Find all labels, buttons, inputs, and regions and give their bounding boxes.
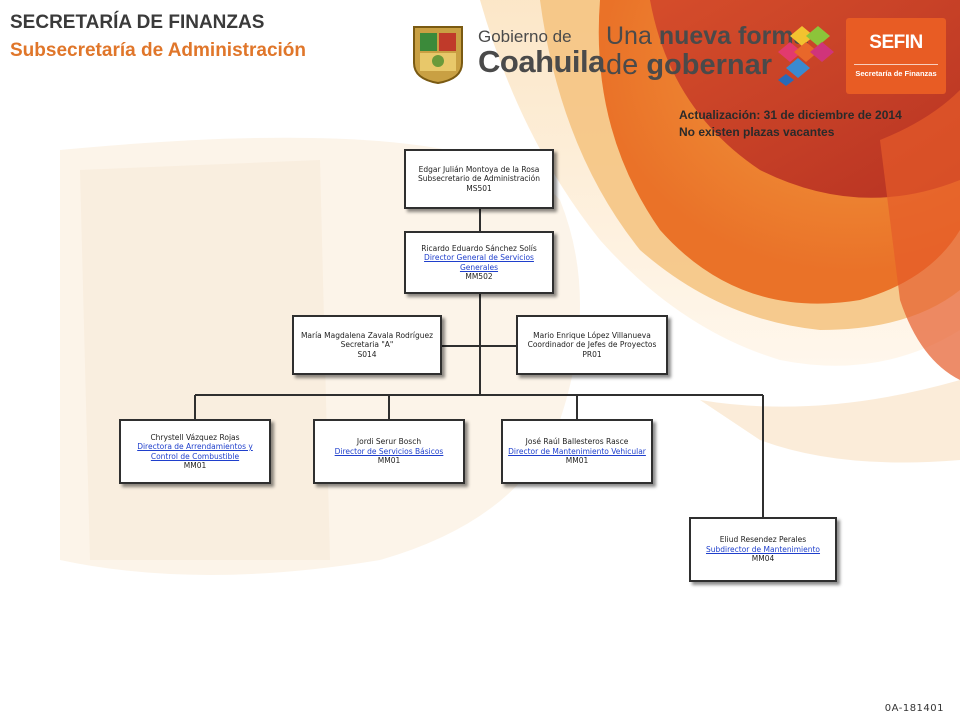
node-name: Eliud Resendez Perales: [719, 535, 807, 545]
update-note: Actualización: 31 de diciembre de 2014 N…: [679, 107, 902, 141]
node-code: MM04: [751, 554, 775, 564]
slogan-logo: Una nueva forma de gobernar: [606, 22, 808, 80]
node-name: Ricardo Eduardo Sánchez Solís: [421, 243, 537, 253]
vacancy-note: No existen plazas vacantes: [679, 125, 835, 139]
sefin-tagline: Secretaría de Finanzas: [855, 69, 937, 78]
node-code: MM01: [183, 461, 207, 470]
gobierno-coahuila-logo: Gobierno de Coahuila: [478, 28, 605, 78]
node-name: Mario Enrique López Villanueva: [533, 330, 651, 340]
sefin-logo: SEFIN Secretaría de Finanzas: [846, 18, 946, 94]
update-date: Actualización: 31 de diciembre de 2014: [679, 108, 902, 122]
node-position-link[interactable]: Directora de Arrendamientos y Control de…: [137, 442, 253, 461]
node-position-link[interactable]: Director de Servicios Básicos: [334, 446, 444, 456]
page-subtitle: Subsecretaría de Administración: [10, 40, 307, 61]
node-name: José Raúl Ballesteros Rasce: [525, 437, 629, 447]
node-code: MM01: [377, 456, 401, 466]
colored-tiles-icon: [778, 26, 834, 86]
page-title: SECRETARÍA DE FINANZAS: [10, 12, 265, 33]
logo-text-line2: Coahuila: [478, 44, 605, 79]
node-position: Coordinador de Jefes de Proyectos: [527, 340, 657, 350]
node-code: MM502: [465, 272, 493, 281]
slogan-part-a: Una: [606, 22, 652, 50]
org-node-director-general[interactable]: Ricardo Eduardo Sánchez Solís Director G…: [404, 231, 554, 294]
node-name: Chrystell Vázquez Rojas: [150, 432, 240, 442]
slogan-part-d: gobernar: [646, 49, 773, 81]
sefin-name: SEFIN: [869, 32, 923, 53]
org-node-subdir-mantenimiento[interactable]: Eliud Resendez Perales Subdirector de Ma…: [689, 517, 837, 582]
node-position-link[interactable]: Subdirector de Mantenimiento: [705, 544, 821, 554]
node-code: PR01: [582, 349, 602, 359]
node-position-link[interactable]: Director de Mantenimiento Vehicular: [508, 446, 646, 456]
slogan-part-c: de: [606, 49, 639, 81]
node-code: MS501: [466, 183, 492, 193]
org-node-dir-mantenimiento[interactable]: José Raúl Ballesteros Rasce Director de …: [501, 419, 653, 484]
page-code: 0A-181401: [884, 703, 944, 714]
org-node-dir-servicios[interactable]: Jordi Serur Bosch Director de Servicios …: [313, 419, 465, 484]
slogan-part-b: nueva forma: [658, 22, 808, 50]
org-node-secretaria: María Magdalena Zavala Rodríguez Secreta…: [292, 315, 442, 375]
node-code: S014: [357, 349, 377, 359]
node-position: Subsecretario de Administración: [418, 174, 540, 184]
node-code: MM01: [565, 456, 589, 466]
node-name: María Magdalena Zavala Rodríguez: [300, 330, 434, 340]
org-node-coordinador: Mario Enrique López Villanueva Coordinad…: [516, 315, 668, 375]
node-position: Secretaria "A": [340, 340, 394, 350]
coahuila-seal-logo: [413, 26, 463, 85]
node-name: Jordi Serur Bosch: [356, 437, 422, 447]
node-position-link[interactable]: Director General de Servicios Generales: [424, 253, 534, 272]
org-node-dir-arrendamientos[interactable]: Chrystell Vázquez Rojas Directora de Arr…: [119, 419, 271, 484]
org-node-subsecretario: Edgar Julián Montoya de la Rosa Subsecre…: [404, 149, 554, 209]
logo-text-line1: Gobierno de: [478, 27, 572, 46]
node-name: Edgar Julián Montoya de la Rosa: [418, 164, 540, 174]
